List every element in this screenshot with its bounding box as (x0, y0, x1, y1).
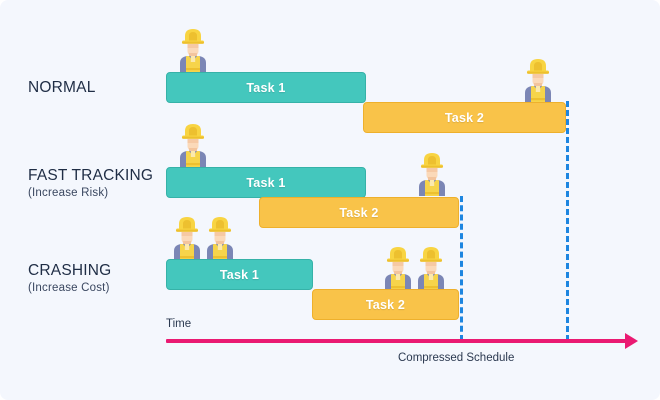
row-title-fast-tracking: FAST TRACKING (28, 167, 154, 184)
row-label-fast-tracking: FAST TRACKING (Increase Risk) (28, 166, 153, 201)
worker-icon (207, 217, 233, 260)
worker-group-normal-task1 (178, 28, 208, 72)
bar-label: Task 1 (246, 175, 286, 190)
bar-label: Task 2 (444, 110, 485, 125)
bar-normal-task1[interactable]: Task 1 (166, 72, 366, 103)
time-axis-line (166, 339, 632, 343)
bar-normal-task2[interactable]: Task 2 (363, 102, 566, 133)
time-axis-arrowhead (625, 333, 638, 349)
axis-caption-compressed-schedule: Compressed Schedule (398, 352, 515, 364)
bar-label: Task 2 (365, 297, 406, 312)
bar-label: Task 2 (339, 205, 379, 220)
bar-crashing-task2[interactable]: Task 2 (312, 289, 459, 320)
bar-label: Task 1 (219, 267, 260, 282)
worker-icon (419, 153, 445, 196)
worker-group-crashing-task1 (172, 216, 235, 260)
bar-fast-tracking-task2[interactable]: Task 2 (259, 197, 459, 228)
worker-icon (525, 59, 551, 102)
bar-label: Task 1 (246, 80, 286, 95)
milestone-line-compressed-finish (460, 196, 463, 341)
worker-group-fast-task2 (417, 152, 447, 196)
worker-group-fast-task1 (178, 123, 208, 167)
worker-icon (174, 217, 200, 260)
axis-label-time: Time (166, 318, 192, 330)
worker-icon (385, 247, 411, 290)
row-subtitle-crashing: (Increase Cost) (28, 282, 110, 294)
bar-crashing-task1[interactable]: Task 1 (166, 259, 313, 290)
row-title-normal: NORMAL (28, 79, 96, 96)
row-subtitle-fast-tracking: (Increase Risk) (28, 187, 109, 199)
worker-icon (418, 247, 444, 290)
row-title-crashing: CRASHING (28, 262, 112, 279)
milestone-line-normal-finish (566, 101, 569, 341)
row-label-crashing: CRASHING (Increase Cost) (28, 261, 111, 296)
row-label-normal: NORMAL (28, 78, 96, 97)
worker-group-normal-task2 (523, 58, 553, 102)
worker-group-crashing-task2 (383, 246, 446, 290)
worker-icon (180, 29, 206, 72)
worker-icon (180, 124, 206, 167)
bar-fast-tracking-task1[interactable]: Task 1 (166, 167, 366, 198)
